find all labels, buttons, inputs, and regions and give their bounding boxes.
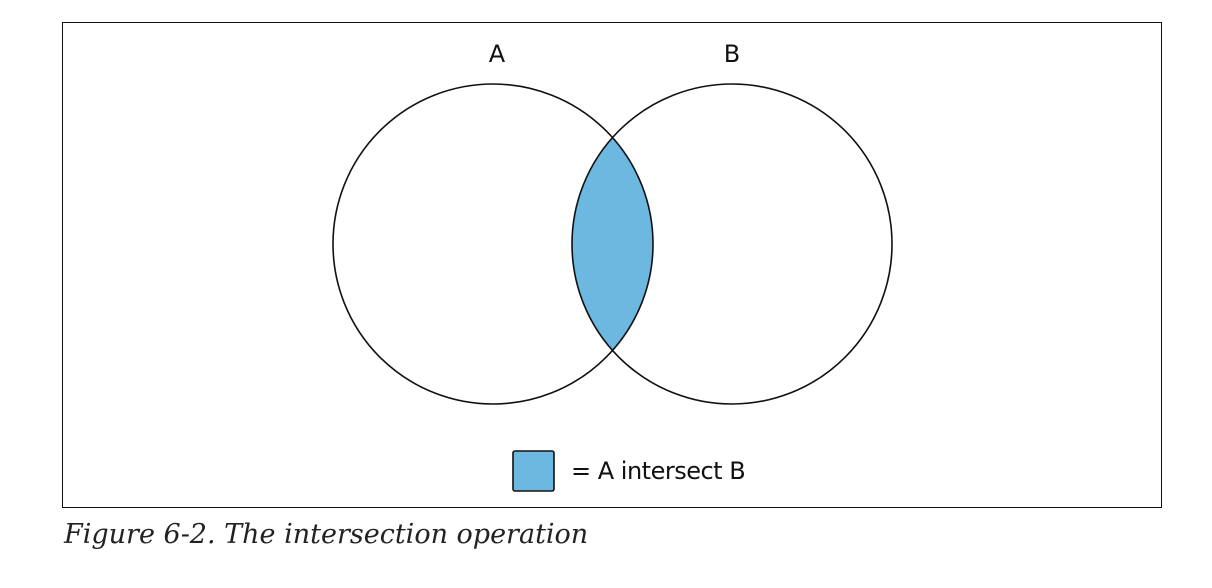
set-a-label: A [489,40,506,68]
set-b-label: B [724,40,740,68]
figure-frame [62,22,1162,508]
set-b-circle [571,83,893,405]
legend-swatch [512,450,555,492]
legend-label: = A intersect B [571,457,745,485]
intersection-region [572,84,653,404]
set-a-circle [332,83,654,405]
figure-caption: Figure 6-2. The intersection operation [64,519,589,550]
